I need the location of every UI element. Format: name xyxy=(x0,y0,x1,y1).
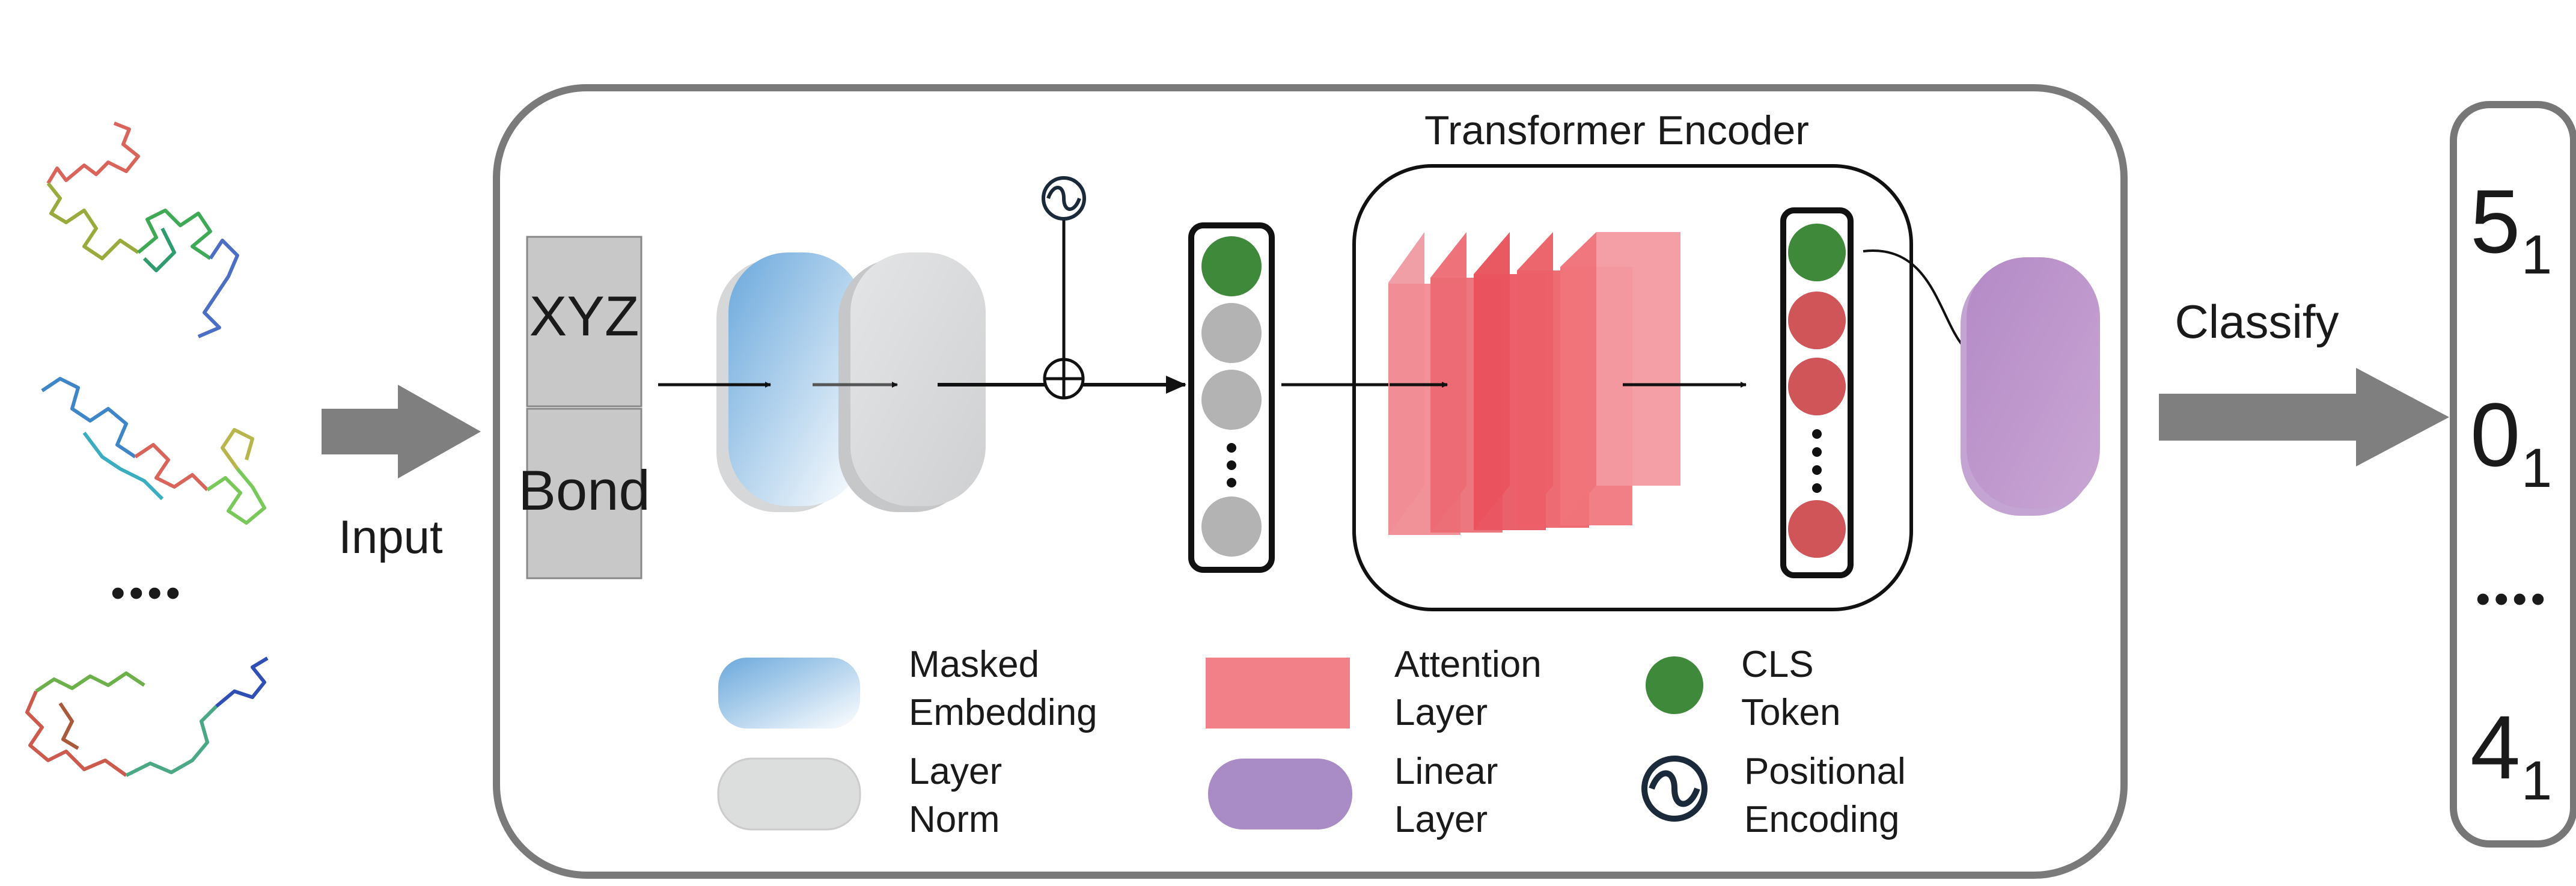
class-label: 4 1 xyxy=(2470,697,2552,811)
svg-text:5: 5 xyxy=(2470,171,2520,272)
classify-label: Classify xyxy=(2175,295,2339,348)
add-operator-icon xyxy=(1043,358,1085,400)
positional-encoding-icon xyxy=(1042,176,1086,359)
classify-arrow xyxy=(2159,368,2449,466)
legend-attention-line2: Layer xyxy=(1394,692,1488,733)
legend-layer-norm-line2: Norm xyxy=(909,799,1000,840)
svg-text:Token: Token xyxy=(1741,692,1840,733)
svg-text:Layer: Layer xyxy=(1394,799,1488,840)
svg-text:1: 1 xyxy=(2521,750,2552,811)
svg-text:Masked: Masked xyxy=(909,644,1039,685)
svg-text:CLS: CLS xyxy=(1741,644,1814,685)
legend-layer-norm-line1: Layer xyxy=(909,751,1002,792)
linear-layer-block xyxy=(1961,257,2100,516)
output-token xyxy=(1788,500,1846,558)
input-label: Input xyxy=(338,510,443,563)
encoder-title: Transformer Encoder xyxy=(1424,108,1809,153)
svg-text:Attention: Attention xyxy=(1394,644,1542,685)
svg-text:Norm: Norm xyxy=(909,799,1000,840)
masked-embedding-block xyxy=(716,252,864,512)
more-samples-dots: •••• xyxy=(111,569,184,616)
polymer-conformation-2 xyxy=(41,377,266,525)
legend-cls-line1: CLS xyxy=(1741,644,1814,685)
svg-text:Linear: Linear xyxy=(1394,751,1498,792)
legend-layer-norm-swatch xyxy=(717,757,861,831)
legend-masked-embedding-line2: Embedding xyxy=(909,692,1097,733)
legend-positional-encoding-icon xyxy=(1641,756,1708,822)
token xyxy=(1201,370,1262,430)
output-token xyxy=(1788,358,1846,415)
output-token xyxy=(1788,292,1846,349)
svg-text:0: 0 xyxy=(2470,384,2520,485)
xyz-label: XYZ xyxy=(530,284,639,347)
class-label: 5 1 xyxy=(2470,171,2552,286)
attention-layers xyxy=(1388,232,1680,535)
legend-attention-swatch xyxy=(1206,658,1350,729)
svg-text:1: 1 xyxy=(2521,224,2552,286)
legend-attention-line1: Attention xyxy=(1394,644,1542,685)
token-ellipsis xyxy=(1227,443,1236,487)
svg-text:4: 4 xyxy=(2470,697,2520,798)
class-ellipsis: •••• xyxy=(2476,575,2549,622)
class-output-panel xyxy=(2450,101,2576,848)
legend-positional-line2: Encoding xyxy=(1744,799,1900,840)
svg-text:Positional: Positional xyxy=(1744,751,1906,792)
class-label: 0 1 xyxy=(2470,384,2552,499)
cls-token xyxy=(1201,236,1262,296)
layer-norm-block xyxy=(838,252,986,512)
svg-text:Encoding: Encoding xyxy=(1744,799,1900,840)
legend-linear-line2: Layer xyxy=(1394,799,1488,840)
output-cls-token xyxy=(1788,224,1846,281)
svg-text:Layer: Layer xyxy=(909,751,1002,792)
xyz-box xyxy=(526,236,642,408)
legend-cls-swatch xyxy=(1646,656,1703,714)
legend: Masked Embedding Layer Norm Attention La… xyxy=(717,644,1906,840)
legend-cls-line2: Token xyxy=(1741,692,1840,733)
svg-text:1: 1 xyxy=(2521,438,2552,499)
svg-text:Embedding: Embedding xyxy=(909,692,1097,733)
polymer-conformation-3 xyxy=(25,656,269,777)
input-arrow xyxy=(322,385,481,478)
legend-positional-line1: Positional xyxy=(1744,751,1906,792)
svg-text:Layer: Layer xyxy=(1394,692,1488,733)
bond-box xyxy=(526,408,642,579)
legend-linear-line1: Linear xyxy=(1394,751,1498,792)
token xyxy=(1201,303,1262,363)
legend-masked-embedding-line1: Masked xyxy=(909,644,1039,685)
legend-linear-swatch xyxy=(1208,759,1352,829)
polymer-conformation-1 xyxy=(46,121,239,338)
token xyxy=(1201,496,1262,557)
bond-label: Bond xyxy=(518,459,650,522)
output-token-ellipsis xyxy=(1812,429,1822,493)
legend-masked-embedding-swatch xyxy=(718,658,860,729)
